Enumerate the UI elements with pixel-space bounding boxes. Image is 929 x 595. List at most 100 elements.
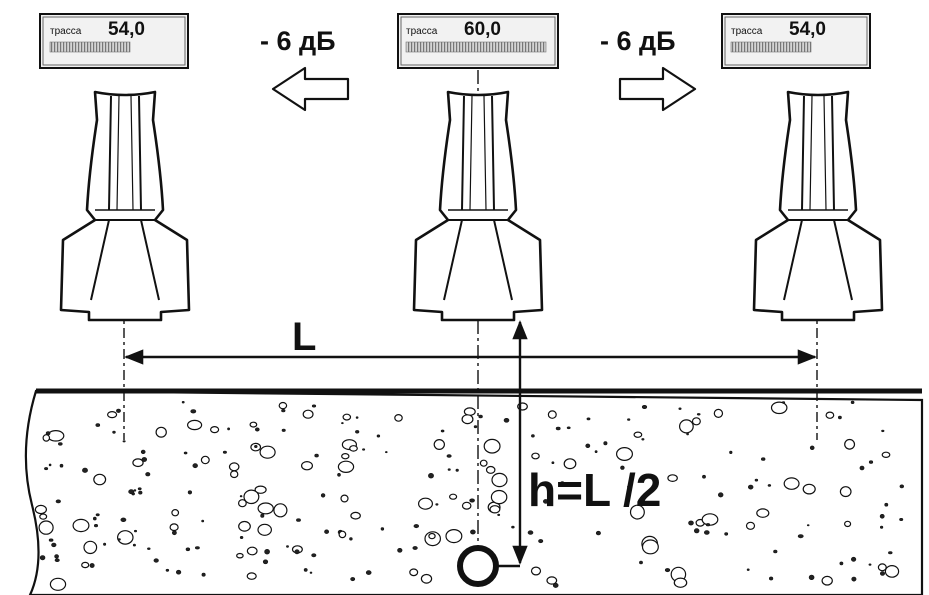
probe-left [59,90,191,322]
soil-particle [192,463,198,469]
soil-particle [409,568,419,577]
soil-particle [57,442,63,446]
soil-particle [808,574,815,581]
soil-particle [145,472,151,477]
soil-particle [696,413,701,416]
soil-particle [137,487,142,491]
soil-particle [314,453,319,458]
soil-particle [262,559,269,565]
soil-particle [538,539,544,544]
soil-particle [106,411,118,419]
soil-particle [83,540,98,555]
soil-particle [128,489,135,495]
offset-left-label: - 6 дБ [260,26,336,56]
probe-right [752,90,884,322]
soil-particle [485,465,496,474]
soil-particle [899,484,904,489]
soil-particle [884,502,889,507]
soil-particle [851,576,857,582]
soil-particle [678,407,682,410]
soil-particle [594,450,598,454]
soil-particle [236,552,244,559]
soil-particle [555,426,561,431]
soil-particle [278,401,288,410]
soil-particle [497,513,501,517]
soil-particle [42,434,51,442]
soil-particle [355,430,360,434]
soil-particle [770,401,788,415]
soil-particle [133,489,137,492]
soil-particle [445,528,463,544]
soil-particle [566,426,571,430]
soil-particle [72,518,90,533]
soil-particle [627,418,631,421]
soil-particle [428,532,436,540]
soil-particle [615,447,633,462]
soil-particle [446,454,452,458]
soil-particle [296,518,301,522]
soil-particle [365,570,372,575]
soil-particle [122,440,126,443]
soil-particle [311,404,317,408]
soil-particle [132,458,144,468]
display-left-label: трасса [50,26,82,37]
soil-particle [691,417,701,426]
soil-particle [355,416,359,419]
soil-particle [201,519,205,523]
display-left-value: 54,0 [108,19,145,40]
soil-particle [560,481,565,486]
arrow-left-icon [271,66,350,112]
soil-particle [257,502,274,515]
soil-particle [413,524,419,529]
soil-particle [286,545,289,548]
soil-particle [309,571,313,574]
soil-particle [729,450,733,455]
soil-particle [350,577,356,582]
soil-particle [620,465,625,470]
soil-particle [844,438,856,450]
soil-particle [362,448,366,451]
soil-particle [563,458,577,470]
soil-particle [877,563,887,572]
soil-particle [95,513,100,517]
soil-particle [473,425,478,429]
display-center-value: 60,0 [464,19,501,40]
soil-particle [838,415,842,420]
soil-particle [176,569,182,575]
soil-particle [54,554,59,559]
soil-particle [93,473,107,486]
soil-particle [384,451,388,454]
soil-particle [34,504,48,515]
soil-particle [117,538,121,541]
soil-particle [551,461,555,465]
soil-particle [483,438,501,454]
soil-particle [95,423,101,427]
soil-particle [586,417,591,421]
soil-particle [705,523,711,527]
soil-particle [120,517,127,522]
soil-particle [603,441,608,446]
soil-particle [302,409,314,419]
soil-particle [859,465,865,471]
soil-particle [881,429,885,433]
display-right-label: трасса [731,26,763,37]
soil-particle [412,546,418,550]
soil-particle [337,472,341,477]
soil-particle [147,547,151,550]
soil-particle [511,525,515,529]
soil-particle [531,434,535,438]
soil-particle [746,568,750,571]
soil-particle [341,422,344,425]
soil-particle [489,505,501,514]
soil-particle [237,499,247,508]
soil-particle [350,511,361,520]
soil-particle [246,572,257,580]
soil-particle [850,400,855,405]
soil-particle [455,468,459,472]
soil-particle [201,572,206,577]
soil-particle [585,443,591,448]
soil-particle [530,566,542,576]
soil-particle [243,489,260,505]
soil-particle [879,571,885,576]
soil-particle [783,477,800,490]
